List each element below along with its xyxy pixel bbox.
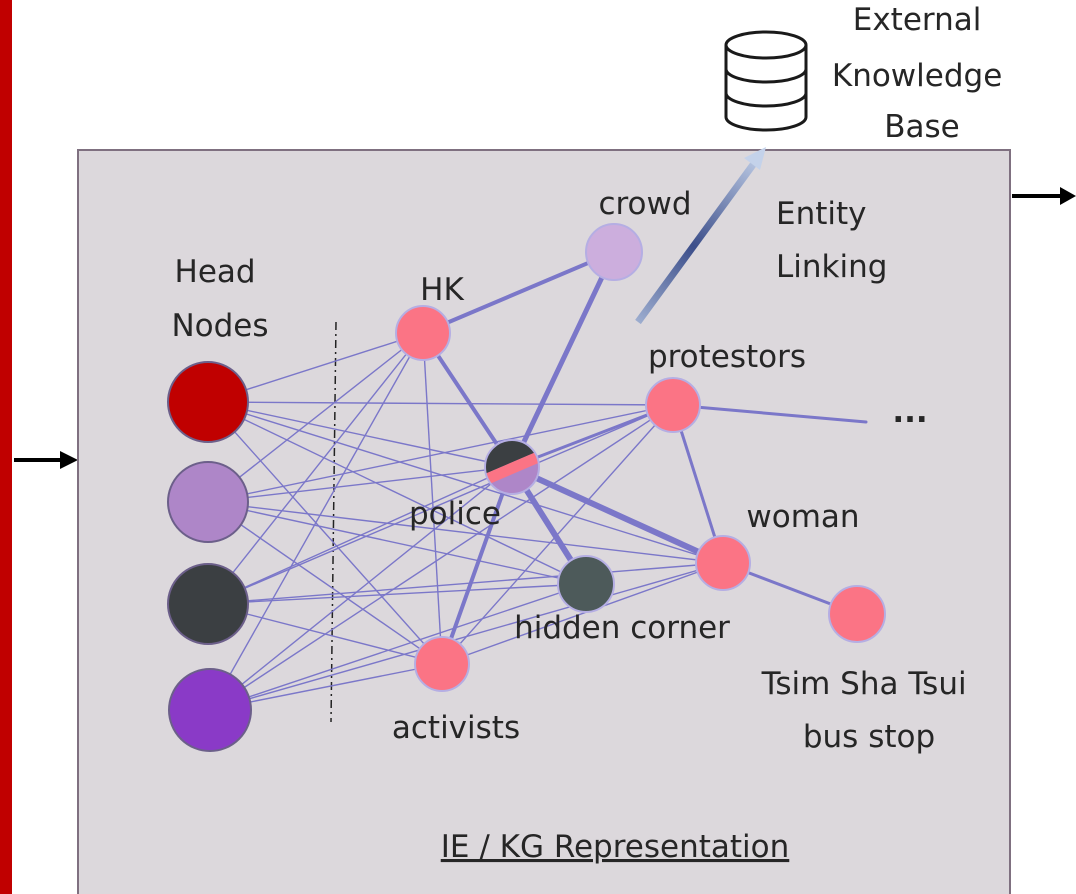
label-hk: HK [420, 272, 464, 308]
head-node-lilac [167, 461, 249, 543]
label-activists: activists [392, 710, 520, 746]
entity-linking-arrow-icon [635, 147, 766, 325]
panel-title: IE / KG Representation [441, 829, 790, 865]
node-activists [414, 636, 470, 692]
separator-line [330, 321, 337, 723]
node-protestors [645, 377, 701, 433]
node-hk [395, 305, 451, 361]
node-tsim-sha-tsui [828, 585, 886, 643]
head-node-charcoal [167, 563, 249, 645]
label-crowd: crowd [598, 186, 691, 222]
head-node-red [167, 361, 249, 443]
database-icon [724, 30, 808, 132]
entity-nodes [395, 223, 886, 692]
node-crowd [585, 223, 643, 281]
head-nodes [167, 361, 252, 752]
entity-linking-label: Entity Linking [776, 196, 887, 285]
head-nodes-label: Head Nodes [171, 254, 268, 344]
label-police: police [409, 496, 501, 532]
label-ellipsis: ... [892, 394, 927, 430]
label-hidden-corner: hidden corner [514, 610, 730, 646]
node-hidden-corner [557, 555, 615, 613]
output-arrow-icon [1012, 187, 1076, 205]
label-protestors: protestors [648, 339, 806, 375]
left-red-bar [0, 0, 12, 894]
label-woman: woman [746, 499, 859, 535]
node-woman [695, 535, 751, 591]
input-arrow-icon [14, 451, 78, 469]
external-kb-label: External Knowledge Base [832, 2, 1012, 145]
label-tsim-sha-tsui: Tsim Sha Tsui bus stop [761, 666, 977, 755]
head-node-purple [168, 668, 252, 752]
